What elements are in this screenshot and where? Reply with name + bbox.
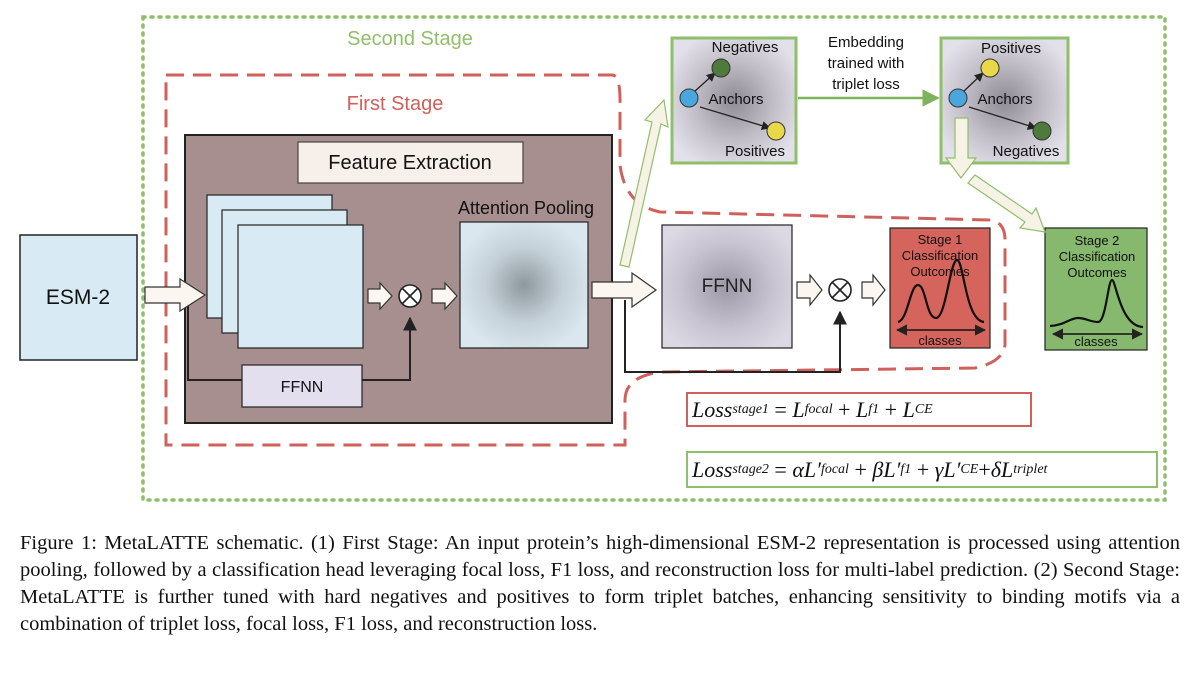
stage1-distribution-curve <box>897 258 985 324</box>
second-stage-frame <box>141 15 1167 502</box>
anchor-dot <box>679 88 699 108</box>
inner-ffnn-label: FFNN <box>281 379 324 396</box>
stage1-outcome-title: Stage 1 Classification Outcomes <box>901 232 979 279</box>
loss-stage2-lhs-sub: stage2 <box>732 461 769 477</box>
anchor-dot-2 <box>948 88 968 108</box>
residual-line-up <box>362 316 417 381</box>
attention-pooling-label: Attention Pooling <box>458 198 594 218</box>
stage2-distribution-curve <box>1049 278 1144 329</box>
anchor-to-positive-line <box>699 106 771 131</box>
first-stage-frame <box>164 73 1007 447</box>
residual-line <box>187 295 242 381</box>
stage2-axis-label: classes <box>1074 334 1118 349</box>
negative-dot <box>711 58 731 78</box>
skip-line <box>624 300 847 373</box>
anchor-to-negative-line <box>693 72 716 93</box>
negative-dot-2 <box>1032 121 1052 141</box>
loss-stage1-lhs: Loss <box>692 396 733 422</box>
panel-before-anchors-label: Anchors <box>708 91 763 108</box>
panel-before-positives-label: Positives <box>725 143 785 160</box>
loss-stage2-lhs: Loss <box>692 456 733 482</box>
anchor-to-negative-line-2 <box>968 106 1037 130</box>
arrow-ffnn-to-mult <box>796 273 823 307</box>
panel-after-anchors-label: Anchors <box>977 91 1032 108</box>
arrow-mult-to-stage1 <box>861 273 886 307</box>
figure-caption: Figure 1: MetaLATTE schematic. (1) First… <box>20 532 1180 635</box>
arrow-attn-to-ffnn <box>591 271 658 309</box>
arrow-panel-down <box>944 117 978 179</box>
attention-pooling-box <box>459 221 589 349</box>
panel-after-negatives-label: Negatives <box>993 143 1060 160</box>
inner-ffnn-box <box>241 364 363 408</box>
stage1-axis-label: classes <box>918 333 962 348</box>
embedding-note-line-2: trained with <box>828 55 905 72</box>
arrow-esm-to-layers <box>144 277 207 313</box>
arrow-attn-to-embedding <box>619 98 669 268</box>
embedding-note-line-1: Embedding <box>828 34 904 51</box>
first-stage-label: First Stage <box>347 93 444 115</box>
anchor-to-positive-line-2 <box>962 72 984 93</box>
head-ffnn-box <box>661 224 793 349</box>
arrow-mult-to-attn <box>431 281 458 311</box>
panel-after-positives-label: Positives <box>981 40 1041 57</box>
feature-extraction-title-box <box>297 141 524 184</box>
multiply-icon-2 <box>831 281 849 299</box>
stage2-outcome-title: Stage 2 Classification Outcomes <box>1058 233 1136 280</box>
head-ffnn-label: FFNN <box>702 276 753 297</box>
esm2-label: ESM-2 <box>46 286 110 309</box>
arrow-panel-to-stage2 <box>967 174 1046 233</box>
esm2-box <box>19 234 138 361</box>
panel-before-negatives-label: Negatives <box>712 39 779 56</box>
metalatte-schematic: Second Stage First Stage ESM-2 Feature E… <box>19 15 1167 502</box>
arrow-layers-to-mult <box>367 281 393 311</box>
second-stage-label: Second Stage <box>347 28 473 50</box>
positive-dot-2 <box>980 58 1000 78</box>
layer-card-front <box>237 224 364 349</box>
embedding-note-line-3: triplet loss <box>832 76 900 93</box>
multiply-icon <box>401 287 419 305</box>
positive-dot <box>766 121 786 141</box>
loss-stage1-lhs-sub: stage1 <box>732 401 769 417</box>
block-arrows <box>144 271 886 313</box>
feature-extraction-label: Feature Extraction <box>328 152 491 174</box>
